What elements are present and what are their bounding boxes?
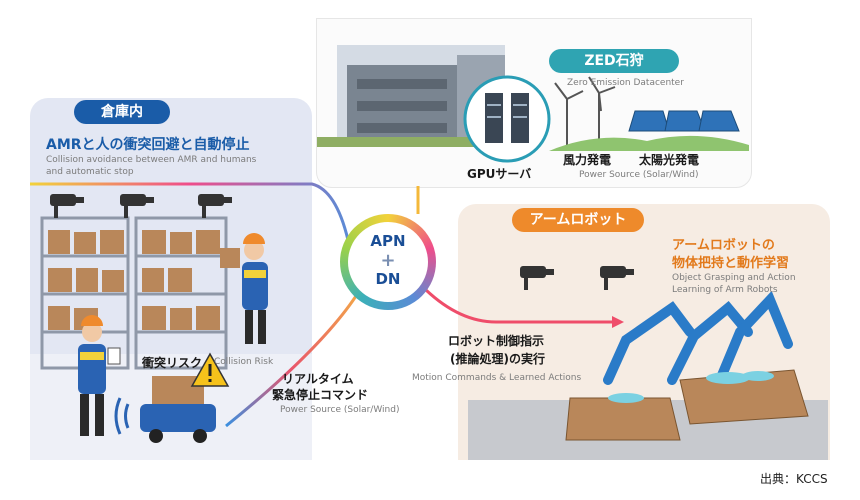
worker-clipboard-icon xyxy=(78,315,121,436)
security-camera-icon xyxy=(520,266,634,290)
arm-robot-illustration xyxy=(468,266,828,460)
security-camera-icon xyxy=(50,194,232,218)
zed-badge: ZED石狩 xyxy=(549,49,679,73)
arm-badge: アームロボット xyxy=(512,208,644,232)
wind-power-label: 風力発電 xyxy=(563,153,612,167)
collision-risk-label-en: Collision Risk xyxy=(214,357,274,367)
hub-dn-label: DN xyxy=(375,270,401,288)
gpu-server-icon xyxy=(463,75,551,163)
collision-risk-label: 衝突リスク xyxy=(142,356,203,370)
warehouse-subtitle-1: Collision avoidance between AMR and huma… xyxy=(46,155,257,165)
hub-apn-label: APN xyxy=(370,232,406,250)
emergency-label-1: リアルタイム xyxy=(282,372,354,386)
apn-dn-hub: APN + DN xyxy=(340,214,436,310)
warning-icon xyxy=(190,352,230,387)
zed-panel: ZED石狩 Zero Emission Datacenter GPUサーバ 風力… xyxy=(316,18,752,188)
solar-panel-icon xyxy=(628,110,740,132)
power-source-label: Power Source (Solar/Wind) xyxy=(579,170,699,180)
command-label-2: (推論処理)の実行 xyxy=(450,352,545,366)
command-label-en: Motion Commands & Learned Actions xyxy=(412,373,582,383)
zed-subtitle: Zero Emission Datacenter xyxy=(567,78,684,88)
arm-subtitle-2: Learning of Arm Robots xyxy=(672,285,778,295)
warehouse-panel: 倉庫内 AMRと人の衝突回避と自動停止 Collision avoidance … xyxy=(30,98,312,460)
source-credit: 出典：KCCS xyxy=(760,472,828,486)
arm-robot-panel: アームロボット アームロボットの 物体把持と動作学習 Object Graspi… xyxy=(458,204,830,460)
hub-center xyxy=(348,222,428,302)
hub-plus-label: + xyxy=(380,250,396,271)
solar-power-label: 太陽光発電 xyxy=(639,153,700,167)
warehouse-title: AMRと人の衝突回避と自動停止 xyxy=(46,137,250,153)
command-label-1: ロボット制御指示 xyxy=(448,334,545,348)
gpu-server-label: GPUサーバ xyxy=(467,167,532,181)
amr-robot-icon xyxy=(114,376,216,443)
zed-illustration xyxy=(317,45,749,163)
arm-subtitle-1: Object Grasping and Action xyxy=(672,273,796,283)
cardboard-boxes xyxy=(48,230,220,330)
warehouse-subtitle-2: and automatic stop xyxy=(46,167,134,177)
robot-arm-icon xyxy=(603,290,793,385)
emergency-label-2: 緊急停止コマンド xyxy=(272,388,369,402)
arm-title-1: アームロボットの xyxy=(672,238,775,253)
warehouse-badge: 倉庫内 xyxy=(74,100,170,124)
arm-title-2: 物体把持と動作学習 xyxy=(672,256,790,271)
emergency-label-en: Power Source (Solar/Wind) xyxy=(280,405,400,415)
